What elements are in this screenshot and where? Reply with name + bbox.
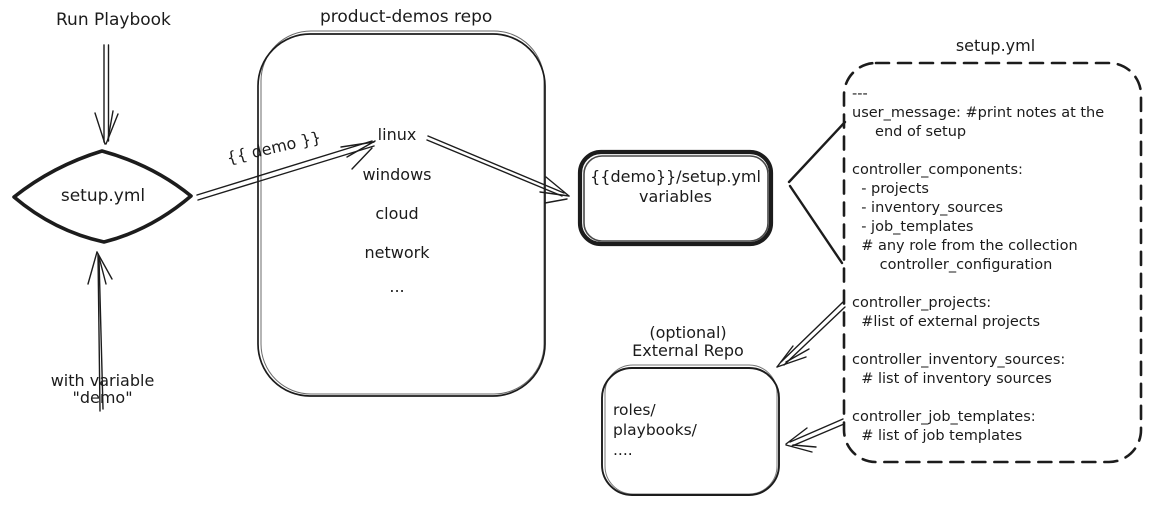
repo-item-cloud: cloud xyxy=(375,204,419,223)
run-playbook-label: Run Playbook xyxy=(56,10,171,30)
repo-item-network: network xyxy=(364,243,430,262)
arrow-with-variable-to-setup xyxy=(87,251,113,412)
with-variable-label-line1: with variable xyxy=(50,371,155,390)
arrow-job-templates-to-external-repo xyxy=(785,418,845,453)
product-demos-repo-title: product-demos repo xyxy=(320,7,493,27)
arrow-projects-to-external-repo xyxy=(776,301,846,368)
variables-box-label-line2: variables xyxy=(639,187,712,206)
setup-yml-panel-box xyxy=(842,61,1143,464)
repo-item-windows: windows xyxy=(362,165,432,184)
external-repo-label-title: External Repo xyxy=(632,341,744,360)
repo-item-ellipsis: ... xyxy=(389,277,405,296)
repo-item-linux: linux xyxy=(377,125,417,144)
arrow-run-playbook-to-setup xyxy=(94,44,119,145)
external-repo-content: roles/ playbooks/ .... xyxy=(613,401,697,459)
connector-variables-to-setup-panel xyxy=(787,120,847,265)
variables-box xyxy=(577,149,774,247)
variables-box-label-line1: {{demo}}/setup.yml xyxy=(590,167,761,186)
arrow-linux-to-variables xyxy=(426,135,570,204)
setup-yml-panel-title: setup.yml xyxy=(955,36,1036,55)
external-repo-box xyxy=(601,364,780,496)
setup-yml-diamond-label: setup.yml xyxy=(60,186,146,206)
external-repo-label-optional: (optional) xyxy=(649,323,727,342)
with-variable-label-line2: "demo" xyxy=(72,388,133,407)
product-demos-repo-box xyxy=(257,30,546,397)
setup-yml-diamond xyxy=(12,149,193,244)
arrow-setup-to-linux xyxy=(196,140,376,201)
setup-yml-panel-content: --- user_message: #print notes at the en… xyxy=(852,86,1105,444)
